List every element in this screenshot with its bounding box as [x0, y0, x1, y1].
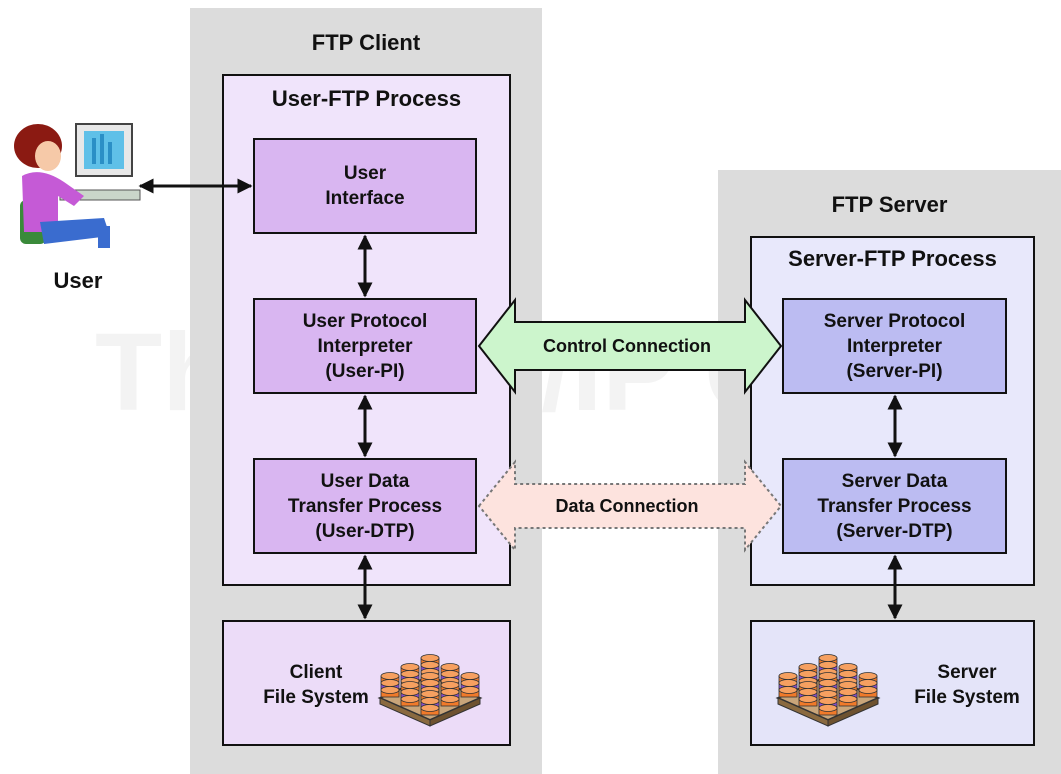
user-dtp-box: User Data Transfer Process (User-DTP)	[253, 458, 477, 554]
client-disk-stacks	[380, 654, 480, 716]
server-file-system: Server File System	[750, 620, 1035, 746]
ftp-client-title: FTP Client	[311, 30, 421, 55]
server-disk-stacks	[778, 654, 878, 716]
data-connection-arrow	[477, 459, 783, 553]
user-pi-box: User Protocol Interpreter (User-PI)	[253, 298, 477, 394]
server-ftp-process-title: Server-FTP Process	[788, 246, 997, 271]
user-ftp-process-title: User-FTP Process	[271, 86, 462, 111]
data-connection-label: Data Connection	[555, 496, 698, 516]
ftp-server-title: FTP Server	[831, 192, 948, 217]
server-pi-box: Server Protocol Interpreter (Server-PI)	[782, 298, 1007, 394]
user-label: User	[53, 268, 103, 293]
control-connection-label: Control Connection	[543, 336, 711, 356]
control-connection-arrow	[477, 297, 783, 395]
server-file-system-label: Server File System	[914, 662, 1020, 708]
server-dtp-box: Server Data Transfer Process (Server-DTP…	[782, 458, 1007, 554]
client-file-system-label: Client File System	[263, 662, 369, 708]
user-at-computer-icon	[14, 123, 141, 248]
user-interface-box: User Interface	[253, 138, 477, 234]
